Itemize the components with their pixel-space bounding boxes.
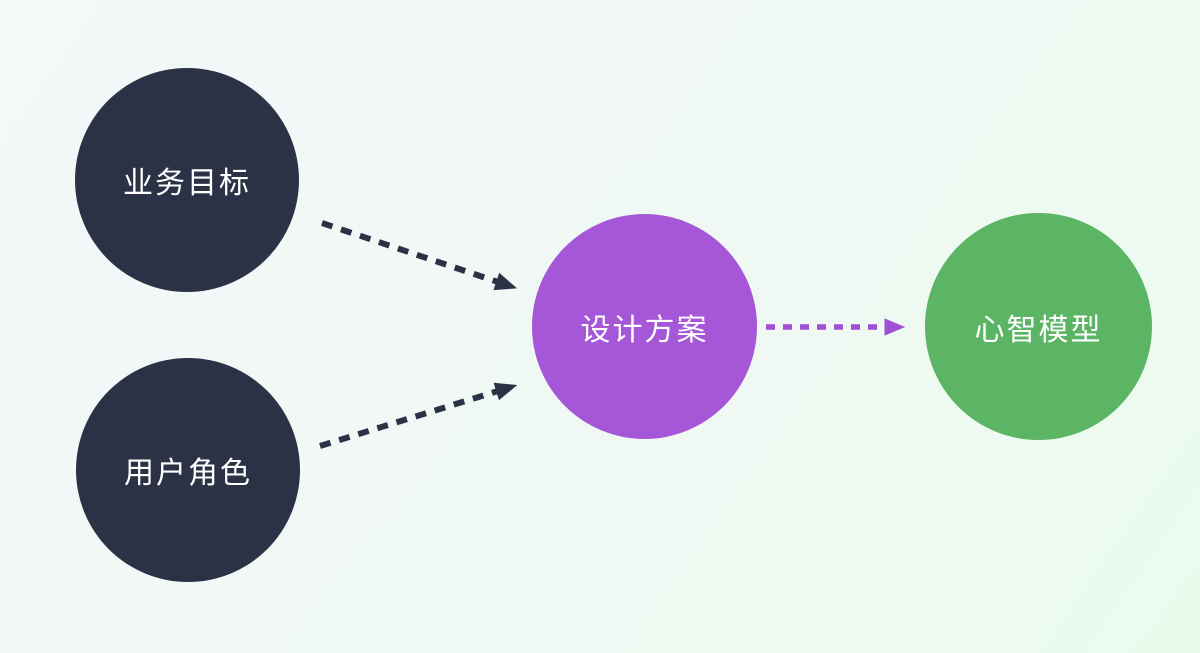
- node-business-goals-label: 业务目标: [123, 167, 251, 200]
- node-mental-model: 心智模型: [925, 213, 1152, 440]
- node-design-plan: 设计方案: [532, 214, 757, 439]
- node-user-roles-label: 用户角色: [124, 457, 252, 490]
- connector-user-roles-to-design-plan: [319, 382, 518, 449]
- connector-business-goals-to-design-plan: [321, 220, 518, 291]
- node-business-goals: 业务目标: [75, 68, 299, 292]
- node-design-plan-label: 设计方案: [580, 313, 709, 347]
- node-user-roles: 用户角色: [76, 358, 300, 582]
- node-mental-model-label: 心智模型: [974, 313, 1103, 347]
